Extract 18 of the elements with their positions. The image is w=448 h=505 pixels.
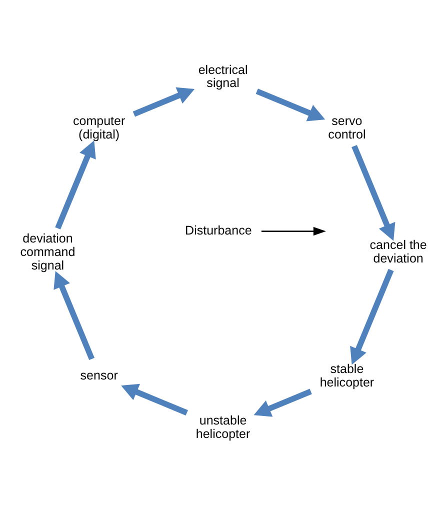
- arrow: [352, 144, 396, 241]
- node-text: servo control: [328, 114, 366, 142]
- node-text: computer (digital): [72, 114, 126, 142]
- node-text: electrical signal: [198, 62, 248, 90]
- arrow: [350, 268, 394, 365]
- arrow: [121, 384, 188, 416]
- node-text: deviation command signal: [20, 231, 76, 272]
- node-text: unstable helicopter: [196, 413, 250, 441]
- arrow: [55, 140, 96, 230]
- arrow: [54, 270, 95, 360]
- arrow: [254, 388, 312, 417]
- node-text: cancel the deviation: [370, 238, 427, 266]
- node-text: stable helicopter: [320, 362, 374, 390]
- node-text: sensor: [80, 368, 118, 383]
- arrow: [261, 226, 326, 236]
- arrow: [256, 88, 326, 122]
- node-text: Disturbance: [185, 224, 252, 238]
- arrow: [132, 87, 195, 117]
